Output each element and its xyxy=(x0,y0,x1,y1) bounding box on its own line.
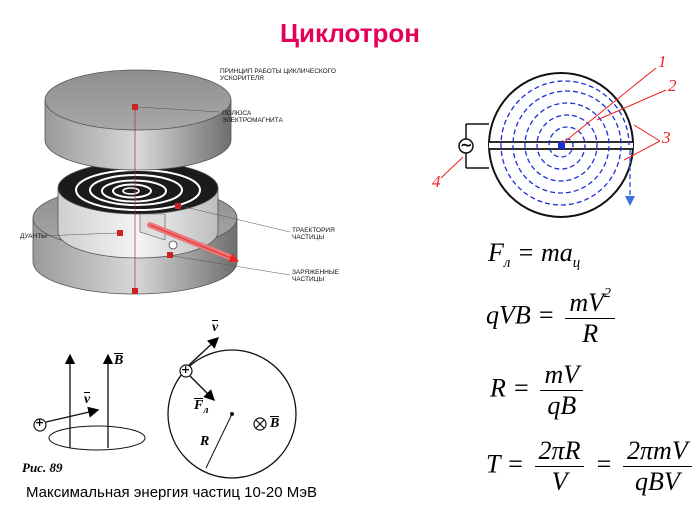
poles-label: ПОЛЮСА ЭЛЕКТРОМАГНИТА xyxy=(222,110,283,124)
ac-source-icon: ~ xyxy=(460,136,473,154)
fig-left-v-label: v xyxy=(84,392,91,407)
scheme-number-2: 2 xyxy=(668,76,677,95)
page-title: Циклотрон xyxy=(280,18,420,48)
duants-label: ДУАНТЫ xyxy=(20,233,47,240)
scheme-number-3: 3 xyxy=(662,128,671,147)
charged-particles-label: ЗАРЯЖЕННЫЕ ЧАСТИЦЫ xyxy=(292,269,339,283)
principle-label: ПРИНЦИП РАБОТЫ ЦИКЛИЧЕСКОГО УСКОРИТЕЛЯ xyxy=(220,68,336,82)
cyclotron-scheme xyxy=(440,67,667,218)
formula-lorentz: Fл = maц xyxy=(488,238,581,271)
figure-caption: Рис. 89 xyxy=(22,460,63,475)
trajectory-label: ТРАЕКТОРИЯ ЧАСТИЦЫ xyxy=(292,227,335,241)
max-energy-caption: Максимальная энергия частиц 10-20 МэВ xyxy=(26,484,318,501)
scheme-number-1: 1 xyxy=(658,52,667,71)
fig-right-charge-icon: + xyxy=(181,363,191,376)
fig-right-radius-label: R xyxy=(200,434,210,449)
fig-left-charge-icon: + xyxy=(35,416,45,429)
figure-89-left xyxy=(33,353,146,451)
fig-right-b-label: B xyxy=(270,416,280,431)
scheme-number-4: 4 xyxy=(432,172,441,191)
fig-right-force-label: Fл xyxy=(194,398,209,416)
figure-circular-orbit xyxy=(167,337,297,479)
cyclotron-device xyxy=(32,69,291,295)
fig-left-b-label: B xyxy=(114,353,124,368)
fig-right-v-label: v xyxy=(212,320,219,335)
